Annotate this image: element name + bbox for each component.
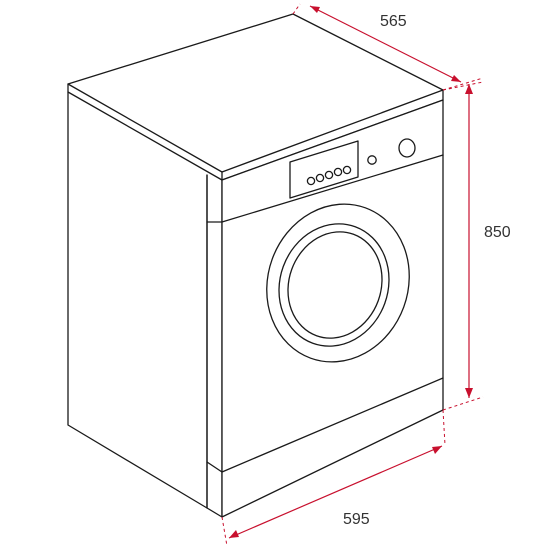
height-label: 850 — [484, 224, 511, 241]
door-glass — [287, 231, 383, 339]
dimension-width: 595 — [221, 409, 446, 547]
depth-extension-line — [292, 3, 301, 15]
width-label: 595 — [343, 511, 370, 528]
push-button-icon — [324, 170, 334, 180]
appliance-body — [67, 13, 444, 518]
width-extension-line — [221, 516, 228, 547]
depth-dimension-line — [309, 5, 462, 83]
dial-knob-icon — [398, 138, 416, 158]
kick-plate-side — [206, 461, 223, 473]
width-extension-line — [442, 409, 446, 446]
width-arrow-end — [432, 446, 442, 454]
height-arrow-start — [465, 84, 473, 94]
depth-label: 565 — [380, 13, 407, 30]
width-arrow-start — [229, 530, 239, 538]
height-arrow-end — [465, 388, 473, 398]
kick-plate-line — [221, 377, 444, 473]
left-side-panel — [67, 91, 208, 509]
push-button-icon — [333, 167, 343, 177]
dimension-height: 850 — [442, 81, 511, 411]
top-slab-edge — [67, 83, 223, 181]
corner-strip — [206, 174, 223, 518]
depth-arrow-start — [310, 6, 320, 13]
depth-arrow-end — [451, 75, 461, 82]
control-display — [289, 140, 359, 199]
push-button-icon — [306, 176, 316, 186]
height-extension-line — [442, 81, 484, 91]
depth-extension-line — [442, 77, 484, 91]
door-mid-ring — [278, 223, 390, 347]
push-button-icon — [315, 173, 325, 183]
dimension-depth: 565 — [292, 3, 484, 91]
door-outer-ring — [266, 203, 410, 363]
controls — [306, 138, 416, 186]
push-button-icon — [342, 165, 352, 175]
width-dimension-line — [228, 445, 443, 539]
control-panel-band — [221, 154, 444, 223]
height-extension-line — [442, 396, 484, 411]
small-knob-icon — [367, 155, 377, 165]
